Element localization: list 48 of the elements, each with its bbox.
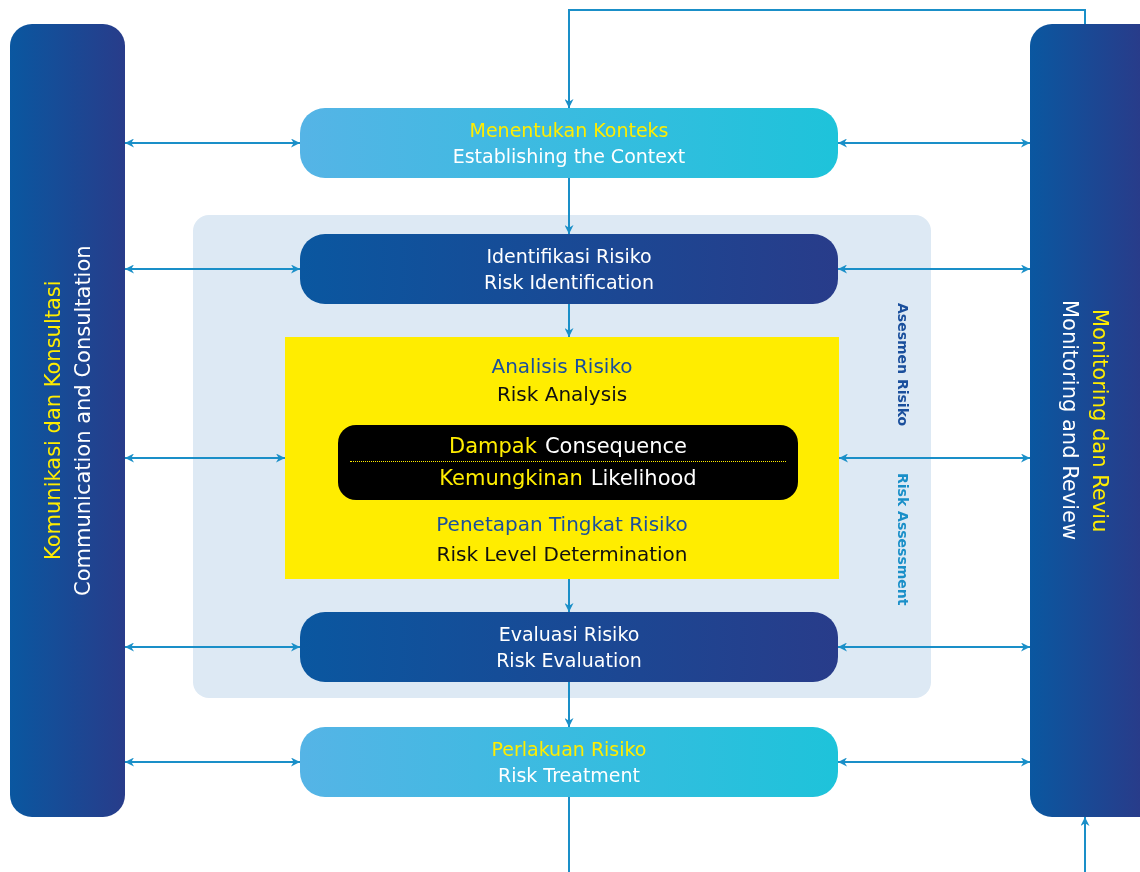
label-text: Risk Level Determination xyxy=(435,541,689,567)
process-box xyxy=(300,234,838,304)
arrow xyxy=(837,642,1031,652)
label-text: Evaluasi Risiko xyxy=(498,622,640,647)
side-bar xyxy=(10,24,125,817)
side-bar xyxy=(1030,24,1140,817)
process-box xyxy=(338,425,798,500)
label-text: Komunikasi dan Konsultasi xyxy=(39,280,66,561)
process-box xyxy=(300,108,838,178)
arrow xyxy=(837,757,1031,767)
arrow xyxy=(564,578,574,613)
arrow xyxy=(124,138,301,148)
process-box xyxy=(300,612,838,682)
label-text: Monitoring dan Reviu xyxy=(1087,308,1113,533)
arrow xyxy=(124,453,286,463)
arrow xyxy=(838,453,1031,463)
connector-line xyxy=(568,796,570,872)
label-text: Perlakuan Risiko xyxy=(491,737,647,762)
label-text: Risk Identification xyxy=(484,270,654,295)
label-text: Communication and Consultation xyxy=(69,245,96,596)
label-text: Kemungkinan xyxy=(439,465,583,492)
label-text: Identifikasi Risiko xyxy=(486,244,652,269)
arrow xyxy=(837,138,1031,148)
arrow xyxy=(124,642,301,652)
label-text: Risk Treatment xyxy=(497,763,641,788)
arrow xyxy=(837,264,1031,274)
label-text: Consequence xyxy=(544,433,687,460)
label-text: Dampak xyxy=(449,433,537,460)
label-text: Risk Evaluation xyxy=(496,648,642,673)
label-text: Risk Assessment xyxy=(895,473,911,606)
label-text: Risk Analysis xyxy=(495,381,629,407)
group-panel xyxy=(193,215,931,698)
label-text: Menentukan Konteks xyxy=(469,118,669,143)
arrow xyxy=(564,9,1086,109)
label-text: Likelihood xyxy=(590,465,697,492)
arrow xyxy=(564,177,574,235)
arrow xyxy=(564,681,574,728)
label-text: Monitoring and Review xyxy=(1057,300,1083,541)
arrow xyxy=(124,757,301,767)
label-text: Asesmen Risiko xyxy=(895,303,911,427)
label-text: Analisis Risiko xyxy=(490,353,634,379)
label-text: Penetapan Tingkat Risiko xyxy=(435,511,689,537)
label-text: Establishing the Context xyxy=(452,144,686,169)
arrow xyxy=(124,264,301,274)
process-box xyxy=(285,337,839,579)
process-box xyxy=(300,727,838,797)
arrow xyxy=(564,303,574,338)
arrow xyxy=(1080,816,1090,872)
